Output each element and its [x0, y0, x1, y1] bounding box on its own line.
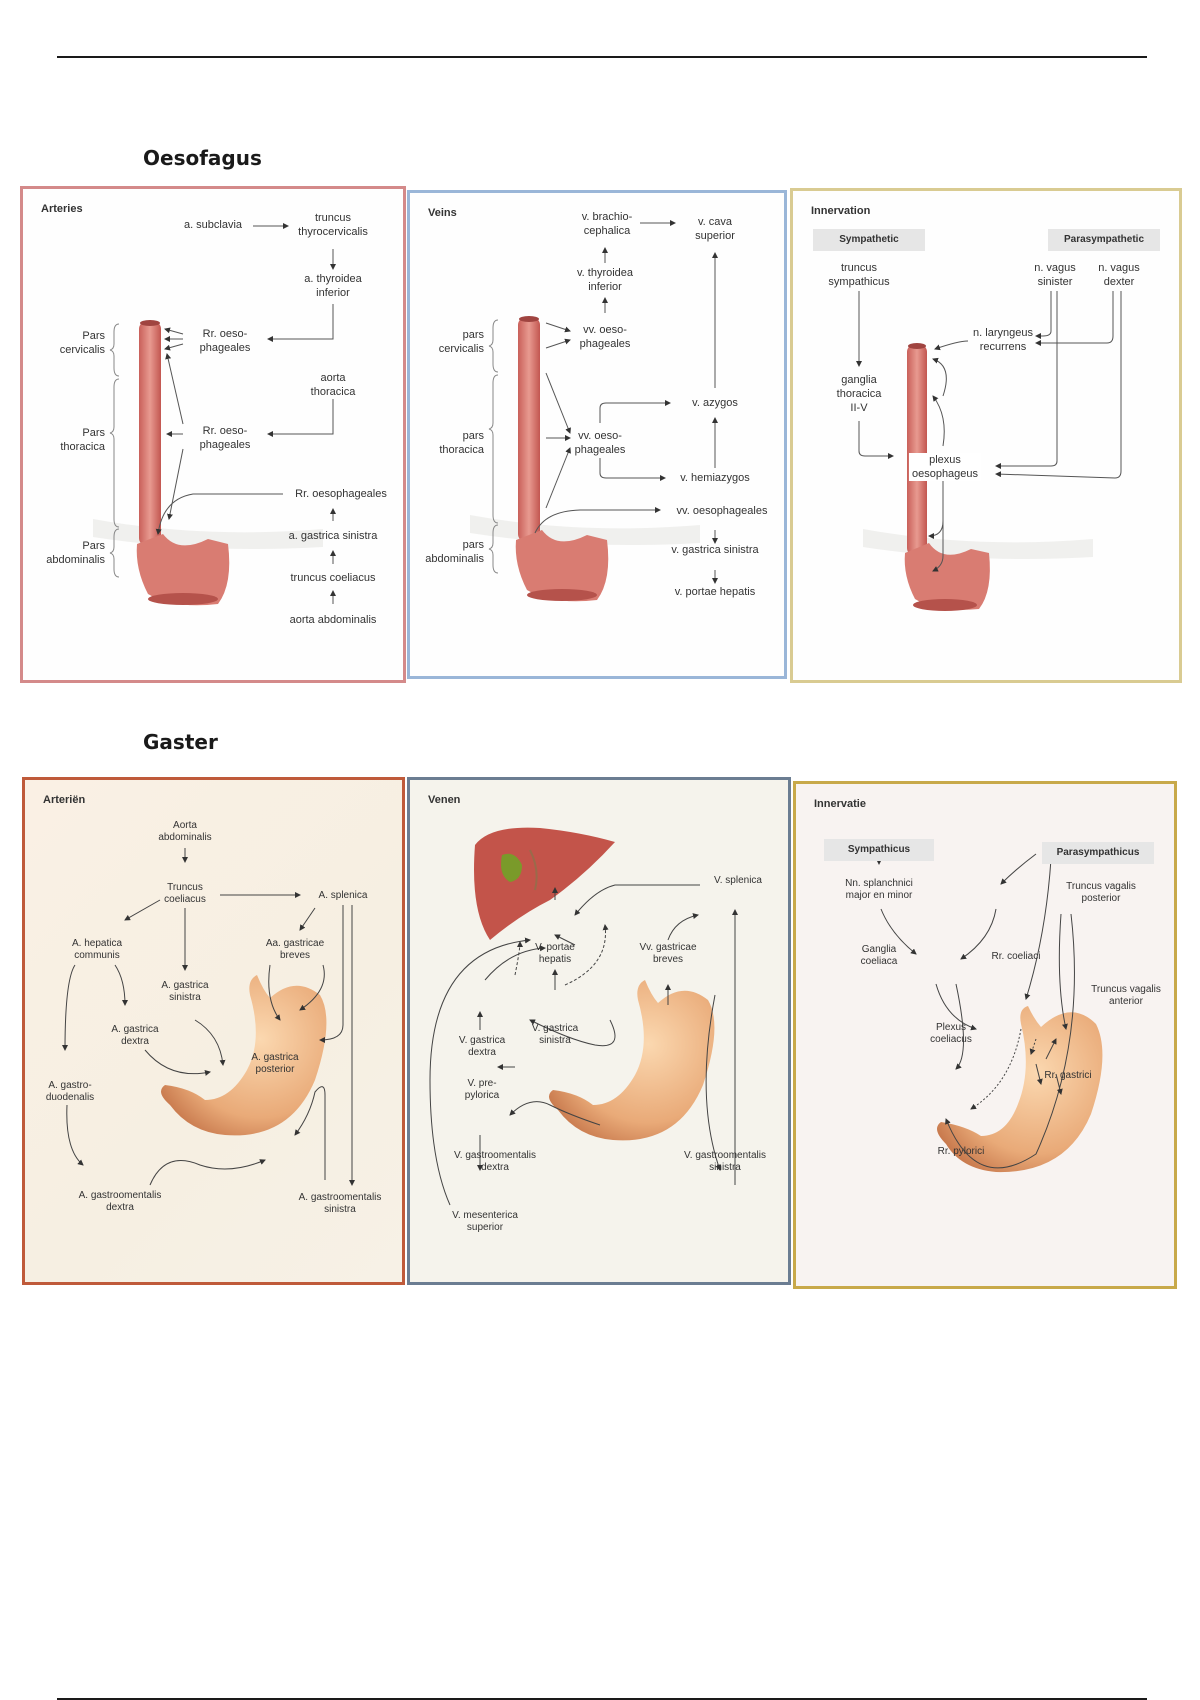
header-rule [57, 56, 1147, 58]
panel-title: Venen [428, 794, 461, 806]
label-vv-oesophageales-cervical: vv. oeso-phageales [579, 324, 631, 350]
innervatie-diagram [876, 846, 1103, 1173]
label-a-subclavia: a. subclavia [183, 219, 243, 231]
section-title-gaster: Gaster [143, 730, 218, 754]
label-vv-oesophageales: vv. oesophageales [676, 505, 768, 517]
stomach-icon [161, 975, 327, 1136]
panel-title: Arteriën [43, 794, 86, 806]
gaster-innervatie-panel: Innervatie Sympathicus Parasympathicus N… [793, 781, 1177, 1289]
stomach-icon [549, 980, 715, 1141]
panel-title: Innervation [811, 205, 871, 217]
oesophagus-tube-icon [904, 343, 990, 611]
label-truncus-coeliacus: truncus coeliacus [290, 572, 376, 584]
footer-rule [57, 1698, 1147, 1700]
label-rr-pylorici: Rr. pylorici [937, 1146, 985, 1157]
label-v-prepylorica: V. pre-pylorica [464, 1078, 500, 1101]
sympathetic-header: Sympathetic [813, 229, 925, 251]
label-a-splenica: A. splenica [318, 890, 368, 901]
oesophagus-tube-icon [136, 320, 230, 606]
oesofagus-innervation-panel: Innervation Sympathetic Parasympathetic … [790, 188, 1182, 683]
oesophagus-tube-icon [515, 316, 609, 602]
arteries-diagram [93, 223, 336, 606]
parasympathetic-header: Parasympathetic [1048, 229, 1160, 251]
label-vv-oesophageales-thoracic: vv. oeso-phageales [574, 430, 626, 456]
section-title-oesofagus: Oesofagus [143, 146, 262, 170]
innervation-diagram [856, 291, 1122, 611]
label-a-gastrica-sinistra: a. gastrica sinistra [288, 530, 378, 542]
venen-diagram [429, 827, 738, 1206]
label-v-splenica: V. splenica [714, 875, 762, 886]
liver-icon [474, 827, 615, 940]
sympathicus-header: Sympathicus [824, 839, 934, 861]
veins-diagram [470, 220, 718, 602]
label-aorta-abdominalis: aorta abdominalis [289, 614, 377, 626]
label-rr-coeliaci: Rr. coeliaci [991, 951, 1041, 962]
label-v-hemiazygos: v. hemiazygos [680, 472, 750, 484]
panel-title: Veins [428, 207, 457, 219]
stomach-icon [937, 1006, 1103, 1173]
label-v-azygos: v. azygos [692, 397, 738, 409]
panel-title: Innervatie [814, 798, 866, 810]
panel-title: Arteries [41, 203, 83, 215]
label-v-brachiocephalica: v. brachio-cephalica [581, 211, 633, 237]
arterien-diagram [62, 848, 355, 1186]
parasympathicus-header: Parasympathicus [1042, 842, 1154, 864]
label-rr-oesophageales-thoracic: Rr. oeso-phageales [199, 425, 251, 451]
label-v-portae-hepatis: v. portae hepatis [674, 586, 756, 598]
label-rr-oesophageales-abdominal: Rr. oesophageales [295, 488, 387, 500]
label-v-gastrica-sinistra: v. gastrica sinistra [671, 544, 759, 556]
label-rr-gastrici: Rr. gastrici [1044, 1070, 1092, 1081]
label-rr-oesophageales-cervical: Rr. oeso-phageales [199, 328, 251, 354]
label-a-gastroduodenalis: A. gastro-duodenalis [45, 1080, 95, 1103]
